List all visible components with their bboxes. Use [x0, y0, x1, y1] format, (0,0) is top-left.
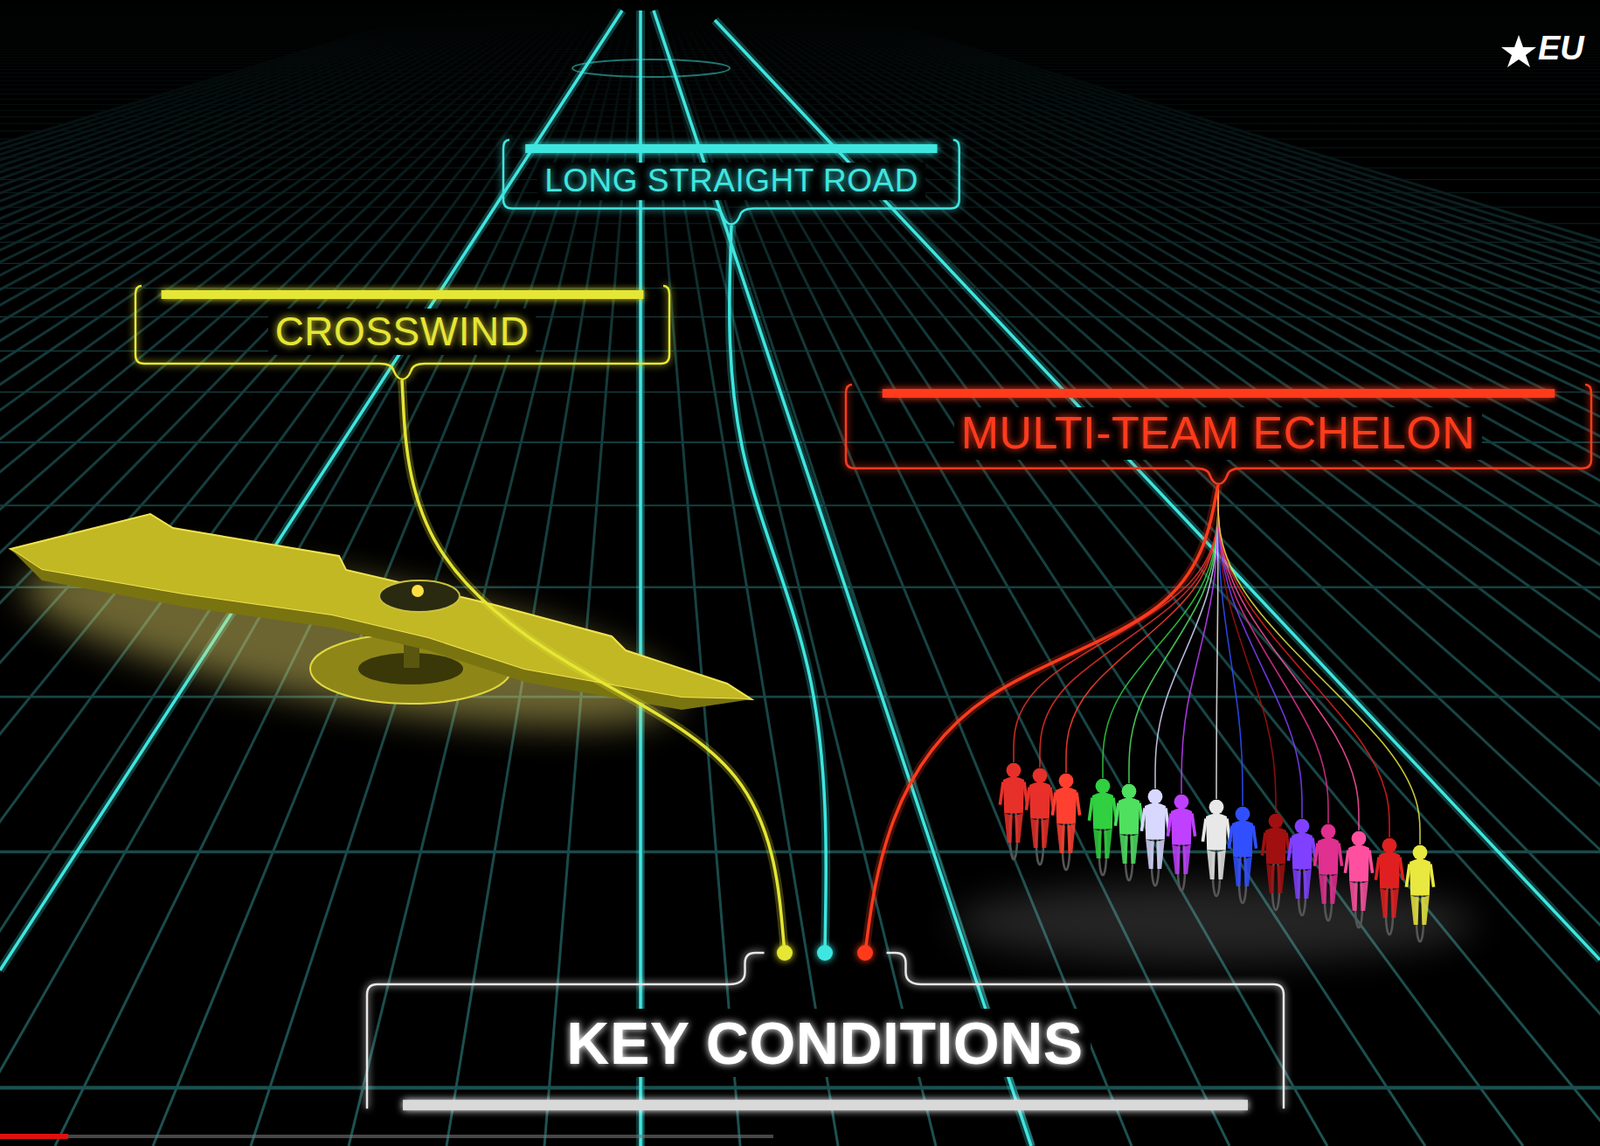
- rider-leader-line: [1066, 487, 1219, 773]
- rider-leader-line: [1218, 487, 1359, 831]
- rider-figure: [1115, 783, 1143, 880]
- video-progress-bar: [0, 1133, 774, 1139]
- footer-bar: [402, 1099, 1248, 1110]
- rider-leader-line: [1218, 487, 1243, 806]
- bracket-line: [367, 952, 1284, 1109]
- logo-star: [1501, 34, 1537, 68]
- rider-leader-line: [1218, 487, 1390, 838]
- header-bar: [160, 290, 644, 299]
- node-text: KEY CONDITIONS: [559, 1008, 1090, 1077]
- rider-group: [999, 762, 1434, 942]
- rider-figure: [1088, 778, 1116, 875]
- rider-figure: [1344, 831, 1372, 928]
- bracket-line: [135, 285, 670, 380]
- rider-figure: [1202, 799, 1230, 896]
- condition-box: CROSSWIND: [134, 283, 671, 381]
- connector-end-dot: [857, 944, 873, 961]
- logo-text: EU: [1537, 29, 1585, 68]
- rider-leader-line: [1218, 487, 1329, 824]
- header-bar: [525, 144, 937, 153]
- rider-figure: [1288, 818, 1316, 915]
- header-bar: [881, 388, 1555, 398]
- condition-box: LONG STRAIGHT ROAD: [502, 138, 961, 227]
- condition-box: MULTI-TEAM ECHELON: [845, 382, 1593, 486]
- summary-box: KEY CONDITIONS: [366, 948, 1285, 1121]
- rider-figure: [1141, 789, 1169, 886]
- crosswind-fan-illustration: [10, 513, 752, 761]
- condition-connector: [729, 225, 827, 953]
- rider-figure: [999, 762, 1027, 859]
- connector-glow: [401, 380, 785, 953]
- rider-figure: [1167, 794, 1195, 891]
- road-lines: [0, 10, 1600, 1146]
- rider-figure: [1314, 824, 1342, 921]
- condition-connector: [401, 380, 785, 953]
- bracket-line: [845, 384, 1592, 485]
- rider-leader-line: [1181, 487, 1219, 794]
- bracket-line: [503, 139, 960, 225]
- rider-leader-line: [1218, 487, 1420, 845]
- rider-figure: [1228, 806, 1256, 903]
- node-text: CROSSWIND: [268, 308, 537, 355]
- connector-glow: [729, 225, 827, 953]
- node-text: MULTI-TEAM ECHELON: [954, 407, 1483, 460]
- condition-connector: [865, 484, 1219, 953]
- rider-figure: [1261, 813, 1289, 910]
- connector-end-dot: [776, 944, 793, 961]
- rider-leader-line: [1218, 487, 1303, 818]
- node-text: LONG STRAIGHT ROAD: [537, 162, 926, 201]
- rider-figure: [1406, 845, 1434, 942]
- rider-figure: [1375, 838, 1403, 935]
- connector-glow: [865, 484, 1219, 953]
- connector-end-dot: [817, 944, 833, 961]
- rider-figure: [1025, 768, 1053, 865]
- rider-leader-line: [1218, 487, 1276, 813]
- rider-figure: [1052, 773, 1080, 870]
